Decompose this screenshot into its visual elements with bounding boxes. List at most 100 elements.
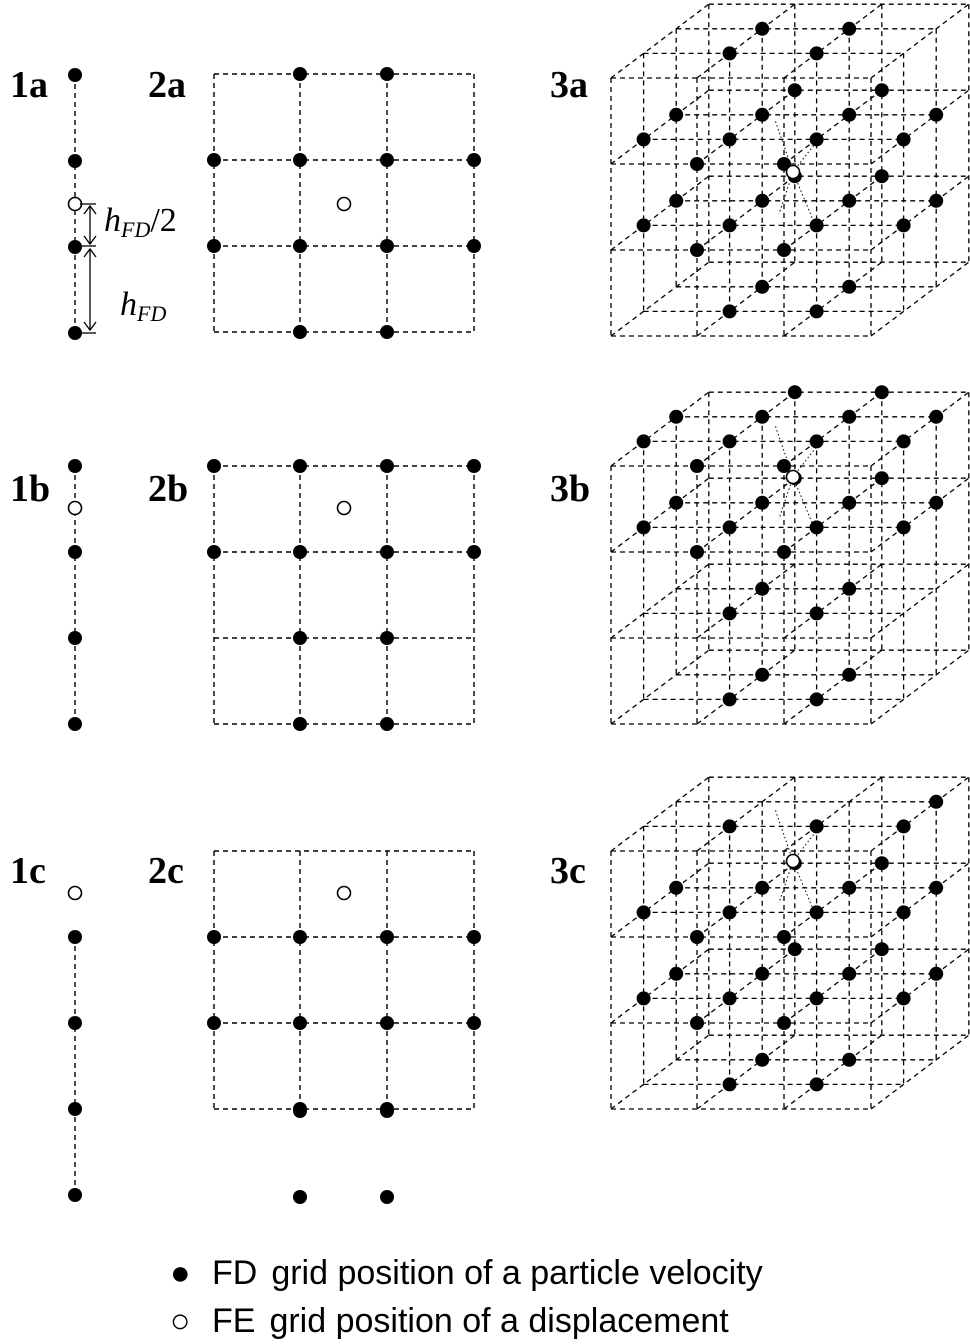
fd-velocity-node <box>809 1077 824 1092</box>
fd-velocity-node <box>467 153 481 167</box>
fd-velocity-node <box>722 606 737 621</box>
projection-line <box>774 119 794 173</box>
fd-velocity-node <box>809 434 824 449</box>
fd-velocity-node <box>777 1016 791 1030</box>
fd-velocity-node <box>842 880 857 895</box>
fd-velocity-node <box>929 495 944 510</box>
fd-velocity-node <box>293 325 307 339</box>
fd-velocity-node <box>380 1104 394 1118</box>
fd-velocity-node <box>842 193 857 208</box>
fd-velocity-node <box>842 667 857 682</box>
fe-displacement-node <box>67 500 83 516</box>
fd-velocity-node <box>755 880 770 895</box>
fd-velocity-node <box>690 1016 704 1030</box>
grid-line-3d <box>870 175 970 251</box>
panel-label-2b: 2b <box>148 468 189 510</box>
fe-displacement-node <box>67 196 83 212</box>
fd-velocity-node <box>467 1016 481 1030</box>
grid-line-3d <box>696 477 796 553</box>
fd-velocity-node <box>787 942 802 957</box>
fd-velocity-node <box>690 157 704 171</box>
grid-line-3d <box>870 862 970 938</box>
half-spacing-label: hFD/2 <box>104 202 177 242</box>
panel-label-1c: 1c <box>10 850 46 892</box>
fd-velocity-node <box>380 717 394 731</box>
fd-velocity-node <box>755 21 770 36</box>
grid-line-3d <box>870 776 970 852</box>
fd-velocity-node <box>842 966 857 981</box>
fd-velocity-node <box>874 856 889 871</box>
arrowhead <box>83 321 97 332</box>
fd-velocity-node <box>896 434 911 449</box>
grid-line-3d <box>610 477 710 553</box>
grid-line-3d <box>610 776 710 852</box>
fd-velocity-node <box>68 1102 82 1116</box>
fd-velocity-node <box>636 991 651 1006</box>
fd-velocity-node <box>929 193 944 208</box>
grid-line-3d <box>870 563 970 639</box>
grid-line-3d <box>870 477 970 553</box>
fd-velocity-node <box>293 239 307 253</box>
fd-velocity-node <box>636 132 651 147</box>
fd-velocity-node <box>929 966 944 981</box>
panel-label-1b: 1b <box>10 468 51 510</box>
fe-displacement-node <box>785 164 801 180</box>
fd-velocity-node <box>207 1016 221 1030</box>
grid-line-3d <box>783 261 883 337</box>
fd-velocity-node <box>929 794 944 809</box>
fd-velocity-node <box>787 385 802 400</box>
fd-velocity-node <box>842 409 857 424</box>
grid-line-3d <box>696 862 796 938</box>
fd-velocity-node <box>874 385 889 400</box>
grid-line-3d <box>870 89 970 165</box>
fd-velocity-node <box>755 1052 770 1067</box>
fd-velocity-node <box>293 1190 307 1204</box>
fd-velocity-node <box>467 459 481 473</box>
fd-velocity-node <box>777 930 791 944</box>
fd-velocity-node <box>896 520 911 535</box>
fd-velocity-node <box>755 107 770 122</box>
grid-line-3d <box>783 948 883 1024</box>
fd-velocity-node <box>669 880 684 895</box>
grid-line-3d <box>783 391 883 467</box>
fd-velocity-node <box>755 495 770 510</box>
fe-displacement-node <box>785 853 801 869</box>
fd-velocity-node <box>380 67 394 81</box>
fd-velocity-node <box>293 631 307 645</box>
fd-velocity-node <box>380 239 394 253</box>
fd-velocity-node <box>809 991 824 1006</box>
grid-line-3d <box>696 563 796 639</box>
fd-velocity-node <box>636 434 651 449</box>
grid-line-3d <box>870 261 970 337</box>
grid-line-3d <box>783 563 883 639</box>
fd-velocity-node <box>722 520 737 535</box>
fe-displacement-node <box>336 500 352 516</box>
fd-velocity-node <box>669 193 684 208</box>
fd-velocity-node <box>293 717 307 731</box>
grid-line-3d <box>610 862 710 938</box>
fd-velocity-node <box>207 239 221 253</box>
fd-velocity-node <box>842 279 857 294</box>
fd-velocity-node <box>809 218 824 233</box>
fd-velocity-node <box>874 942 889 957</box>
fd-velocity-node <box>68 154 82 168</box>
fd-velocity-node <box>669 495 684 510</box>
fd-velocity-node <box>929 880 944 895</box>
fd-velocity-node <box>467 545 481 559</box>
fd-velocity-node <box>929 107 944 122</box>
fd-velocity-node <box>293 1104 307 1118</box>
fd-velocity-node <box>467 930 481 944</box>
fe-displacement-node <box>336 885 352 901</box>
grid-line-3d <box>783 1034 883 1110</box>
fd-velocity-node <box>722 304 737 319</box>
fd-velocity-node <box>777 459 791 473</box>
fd-velocity-node <box>467 239 481 253</box>
projection-line <box>774 424 794 478</box>
fd-velocity-node <box>68 68 82 82</box>
fd-velocity-node <box>809 692 824 707</box>
fd-velocity-node <box>896 905 911 920</box>
fd-velocity-node <box>809 304 824 319</box>
grid-line-3d <box>696 649 796 725</box>
fd-velocity-node <box>207 930 221 944</box>
